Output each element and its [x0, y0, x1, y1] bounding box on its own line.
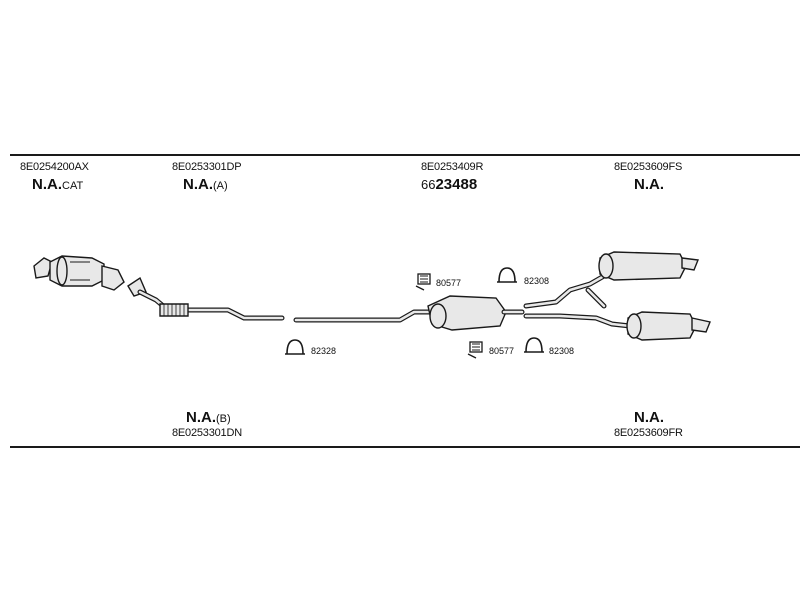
intermediate-pipe-part: [293, 309, 435, 323]
fitting-tag: 82308: [549, 346, 575, 356]
fitting-tag: 82308: [524, 276, 550, 286]
part-name-middle-silencer: 6623488: [421, 176, 478, 193]
part-name-rear-silencer-left: N.A.: [634, 176, 664, 193]
rear-silencer-lower-part: [626, 311, 711, 341]
middle-silencer-part: [427, 295, 525, 331]
fitting-tag: 80577: [436, 278, 462, 288]
part-code-front-pipe-a: 8E0253301DP: [172, 161, 242, 173]
clamp-icon: [497, 267, 517, 283]
part-code-front-pipe-b: 8E0253301DN: [172, 427, 242, 439]
clamp-icon: [285, 339, 305, 355]
part-code-rear-silencer-right: 8E0253609FR: [614, 427, 683, 439]
bottom-rule: [10, 446, 800, 448]
part-code-catalyst: 8E0254200AX: [20, 161, 89, 173]
part-name-rear-silencer-right: N.A.: [634, 409, 664, 426]
part-name-front-pipe-b: N.A.(B): [186, 409, 231, 426]
part-name-catalyst: N.A.CAT: [32, 176, 84, 193]
fitting-tag: 80577: [489, 346, 515, 356]
catalyst-part: [33, 255, 125, 291]
part-name-front-pipe-a: N.A.(A): [183, 176, 228, 193]
front-pipe-part: [127, 276, 285, 321]
rear-pipe-part: [523, 273, 633, 329]
part-code-middle-silencer: 8E0253409R: [421, 161, 484, 173]
clamp-icon: [524, 337, 544, 353]
rear-silencer-upper-part: [598, 251, 699, 281]
mount-icon: [467, 341, 483, 359]
fitting-tag: 82328: [311, 346, 337, 356]
part-code-rear-silencer-left: 8E0253609FS: [614, 161, 683, 173]
mount-icon: [415, 273, 431, 291]
top-rule: [10, 154, 800, 156]
